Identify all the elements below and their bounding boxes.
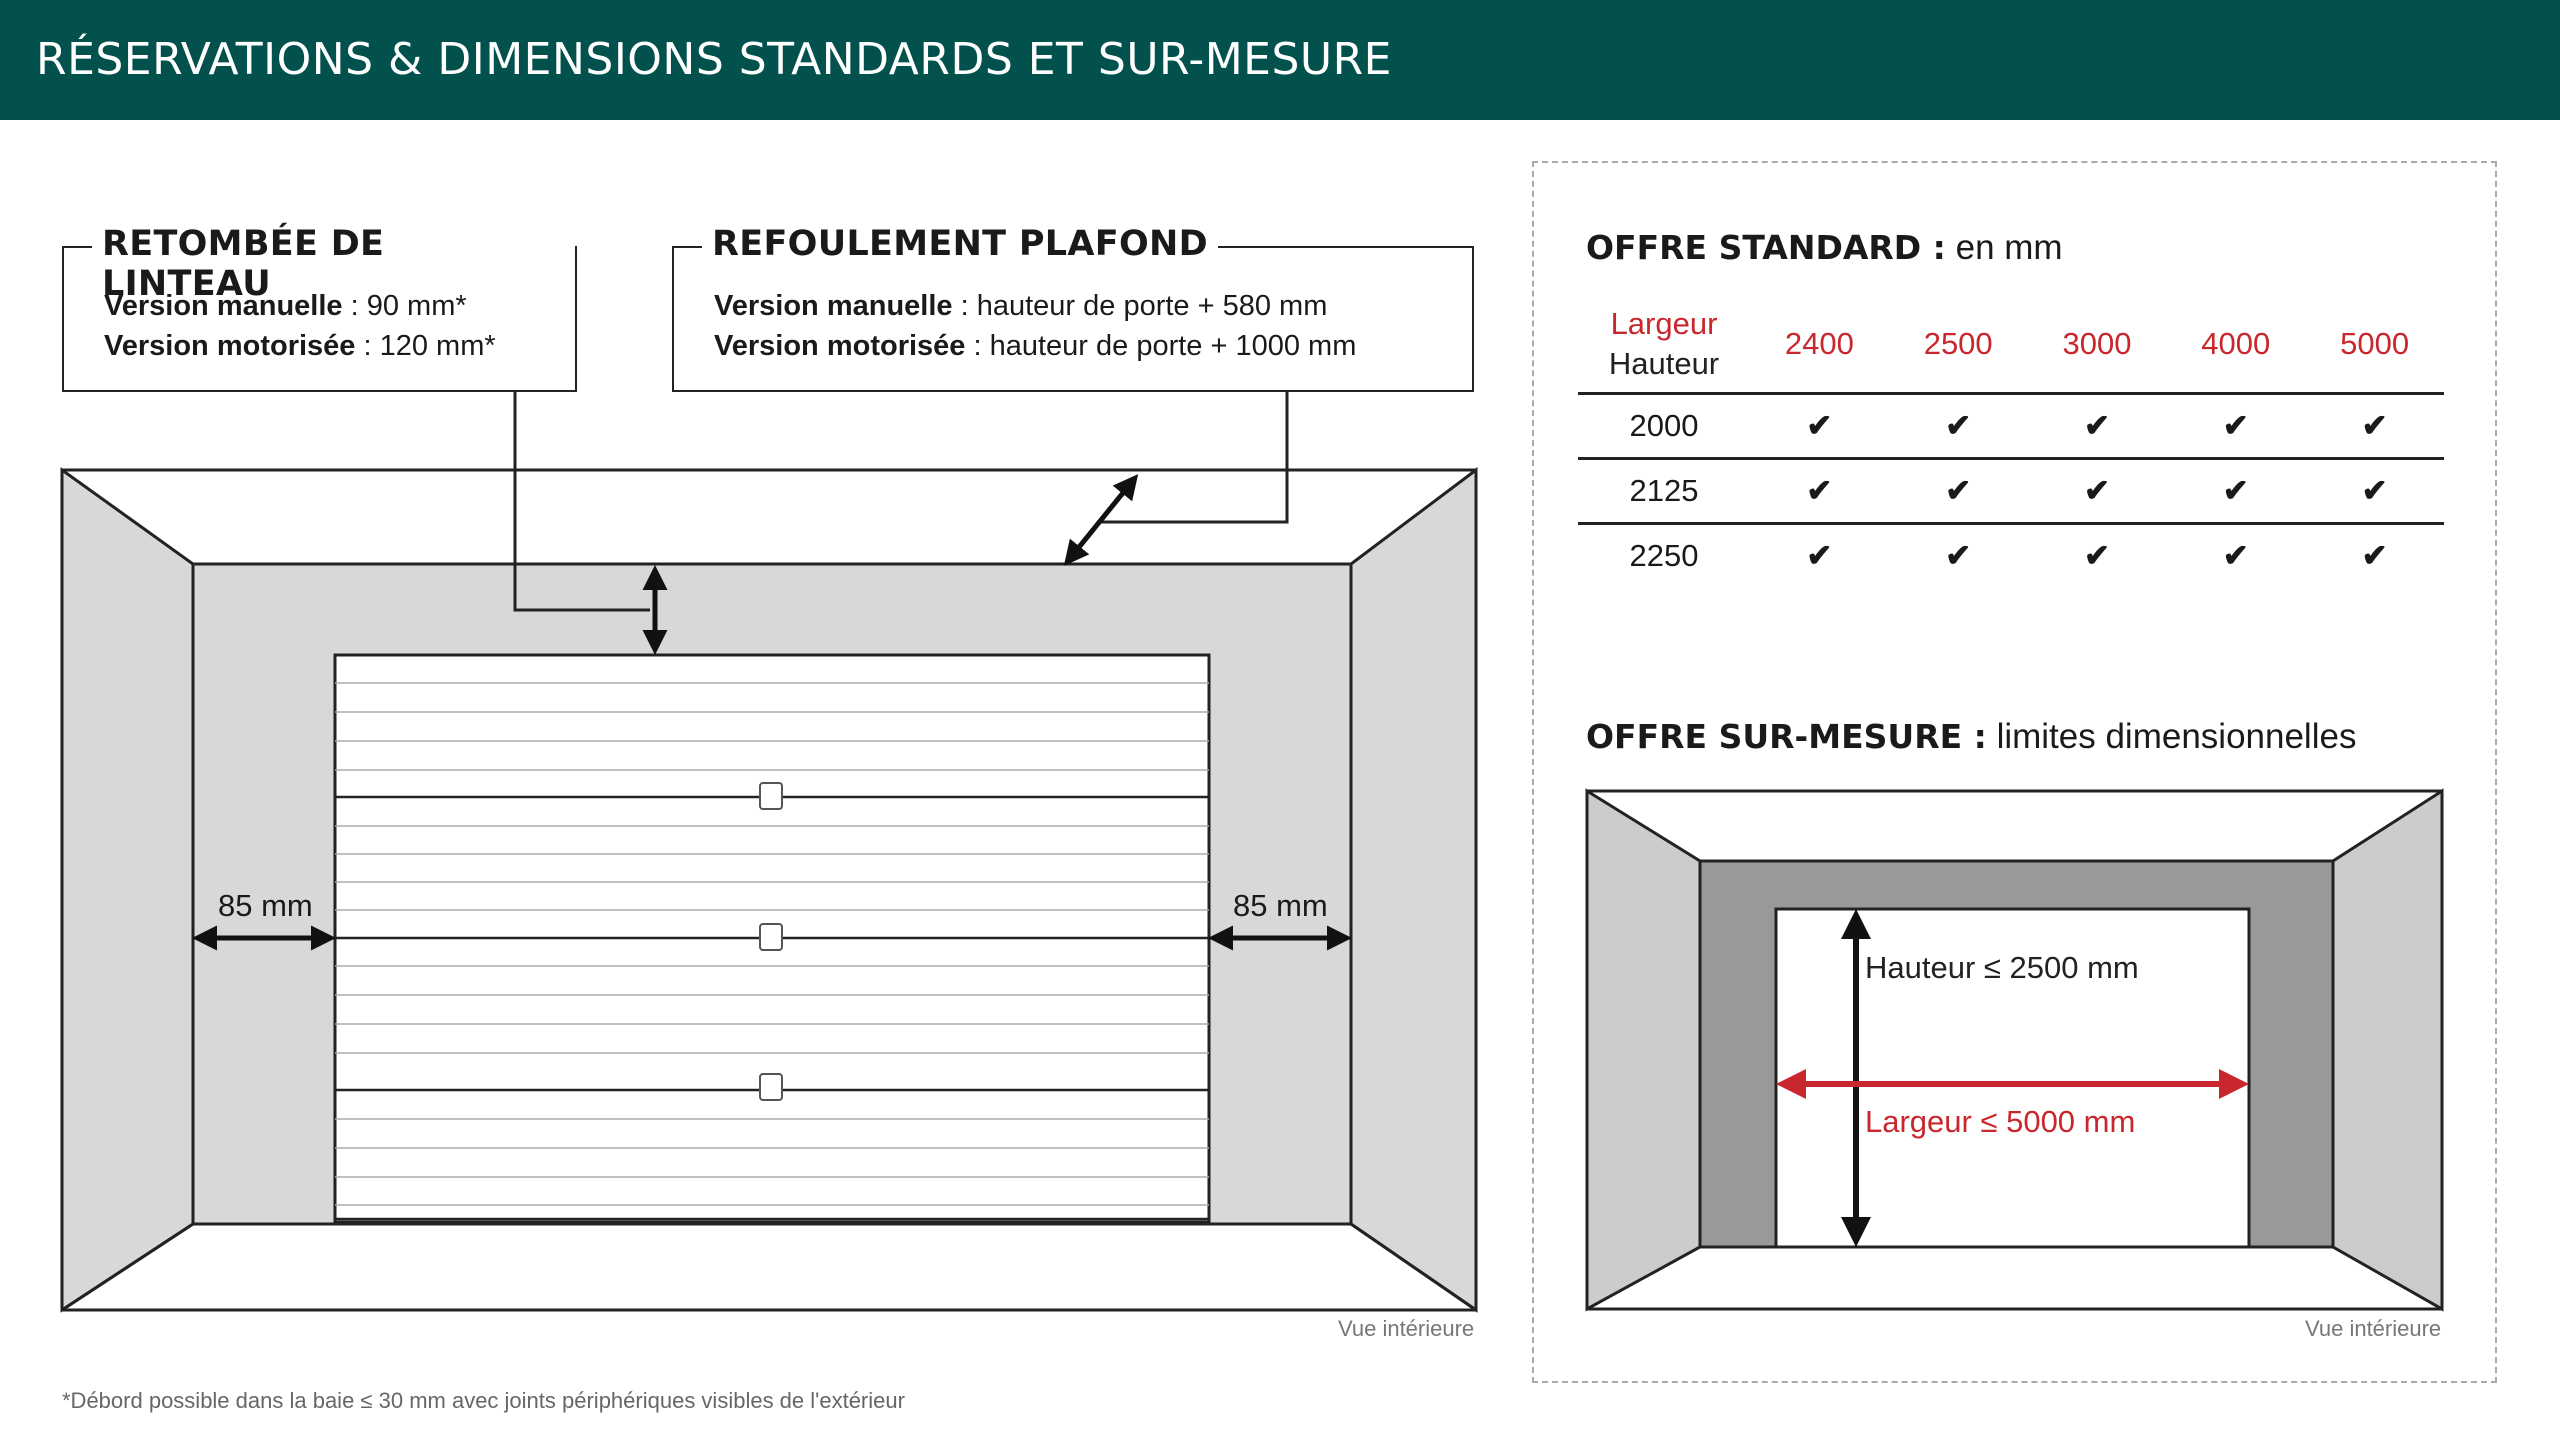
custom-left-wall xyxy=(1585,788,1702,1312)
height-cell: 2000 xyxy=(1578,392,1750,459)
corner-height-label: Hauteur xyxy=(1608,346,1720,381)
check-icon: ✔ xyxy=(2027,457,2167,524)
linteau-motor-label: Version motorisée xyxy=(104,330,356,362)
width-header: 4000 xyxy=(2201,326,2271,361)
custom-offer-title-rest: limites dimensionnelles xyxy=(1986,717,2357,756)
width-limit-label: Largeur ≤ 5000 mm xyxy=(1865,1104,2136,1139)
check-icon: ✔ xyxy=(2305,392,2444,459)
check-icon: ✔ xyxy=(1888,392,2028,459)
check-icon: ✔ xyxy=(1888,522,2028,587)
linteau-manual-value: : 90 mm* xyxy=(342,290,467,322)
width-header: 3000 xyxy=(2062,326,2132,361)
check-icon: ✔ xyxy=(1888,457,2028,524)
plafond-callout-title: REFOULEMENT PLAFOND xyxy=(702,224,1218,264)
check-icon: ✔ xyxy=(2027,522,2167,587)
page-header: RÉSERVATIONS & DIMENSIONS STANDARDS ET S… xyxy=(0,0,2560,120)
check-icon: ✔ xyxy=(2027,392,2167,459)
table-header-row: Largeur Hauteur 2400 2500 3000 4000 5000 xyxy=(1578,296,2444,394)
linteau-callout: RETOMBÉE DE LINTEAU Version manuelle : 9… xyxy=(62,224,577,392)
left-clearance-label: 85 mm xyxy=(218,888,313,923)
footnote: *Débord possible dans la baie ≤ 30 mm av… xyxy=(62,1388,905,1413)
custom-diagram-caption: Vue intérieure xyxy=(2305,1316,2442,1341)
standard-offer-title: OFFRE STANDARD : en mm xyxy=(1586,228,2063,268)
check-icon: ✔ xyxy=(2166,457,2306,524)
linteau-leader-line xyxy=(513,390,650,612)
standard-offer-title-rest: en mm xyxy=(1945,228,2063,267)
offers-panel xyxy=(1532,161,2497,1383)
custom-right-wall xyxy=(2331,788,2444,1312)
standard-offer-table: Largeur Hauteur 2400 2500 3000 4000 5000… xyxy=(1578,296,2444,587)
width-header: 2500 xyxy=(1923,326,1993,361)
height-limit-label: Hauteur ≤ 2500 mm xyxy=(1865,950,2139,985)
check-icon: ✔ xyxy=(2166,392,2306,459)
table-row: 2125 ✔ ✔ ✔ ✔ ✔ xyxy=(1578,457,2444,524)
width-header: 5000 xyxy=(2340,326,2410,361)
plafond-manual-line: Version manuelle : hauteur de porte + 58… xyxy=(714,290,1327,323)
plafond-motor-value: : hauteur de porte + 1000 mm xyxy=(965,330,1357,362)
linteau-motor-line: Version motorisée : 120 mm* xyxy=(104,330,496,363)
check-icon: ✔ xyxy=(1750,522,1889,587)
plafond-callout: REFOULEMENT PLAFOND Version manuelle : h… xyxy=(672,224,1474,392)
right-side-wall xyxy=(1349,466,1478,1313)
custom-garage-diagram xyxy=(1585,788,2444,1312)
custom-offer-title-bold: OFFRE SUR-MESURE : xyxy=(1586,717,1987,756)
height-cell: 2250 xyxy=(1578,522,1750,587)
check-icon: ✔ xyxy=(1750,392,1889,459)
plafond-arrow xyxy=(1063,474,1139,566)
main-diagram-caption: Vue intérieure xyxy=(1338,1316,1475,1341)
check-icon: ✔ xyxy=(2166,522,2306,587)
left-side-wall xyxy=(60,467,195,1313)
height-cell: 2125 xyxy=(1578,457,1750,524)
width-header: 2400 xyxy=(1784,326,1854,361)
plafond-motor-line: Version motorisée : hauteur de porte + 1… xyxy=(714,330,1356,363)
corner-width-label: Largeur xyxy=(1610,306,1718,341)
custom-offer-title: OFFRE SUR-MESURE : limites dimensionnell… xyxy=(1586,717,2356,757)
right-clearance-label: 85 mm xyxy=(1233,888,1328,923)
linteau-motor-value: : 120 mm* xyxy=(355,330,496,362)
plafond-motor-label: Version motorisée xyxy=(714,330,966,362)
check-icon: ✔ xyxy=(2305,457,2444,524)
linteau-callout-title: RETOMBÉE DE LINTEAU xyxy=(92,224,575,304)
main-garage-diagram xyxy=(60,390,1478,1313)
plafond-manual-label: Version manuelle xyxy=(714,290,953,322)
check-icon: ✔ xyxy=(2305,522,2444,587)
table-row: 2000 ✔ ✔ ✔ ✔ ✔ xyxy=(1578,392,2444,459)
plafond-manual-value: : hauteur de porte + 580 mm xyxy=(952,290,1328,322)
check-icon: ✔ xyxy=(1750,457,1889,524)
linteau-manual-line: Version manuelle : 90 mm* xyxy=(104,290,467,323)
door-slats xyxy=(335,682,1209,1206)
table-row: 2250 ✔ ✔ ✔ ✔ ✔ xyxy=(1578,522,2444,587)
door-hinges xyxy=(759,782,783,1101)
page-title: RÉSERVATIONS & DIMENSIONS STANDARDS ET S… xyxy=(36,34,1392,85)
linteau-manual-label: Version manuelle xyxy=(104,290,343,322)
table-corner-cell: Largeur Hauteur xyxy=(1578,296,1750,394)
standard-offer-title-bold: OFFRE STANDARD : xyxy=(1586,228,1946,267)
plafond-leader-line xyxy=(1097,390,1289,524)
